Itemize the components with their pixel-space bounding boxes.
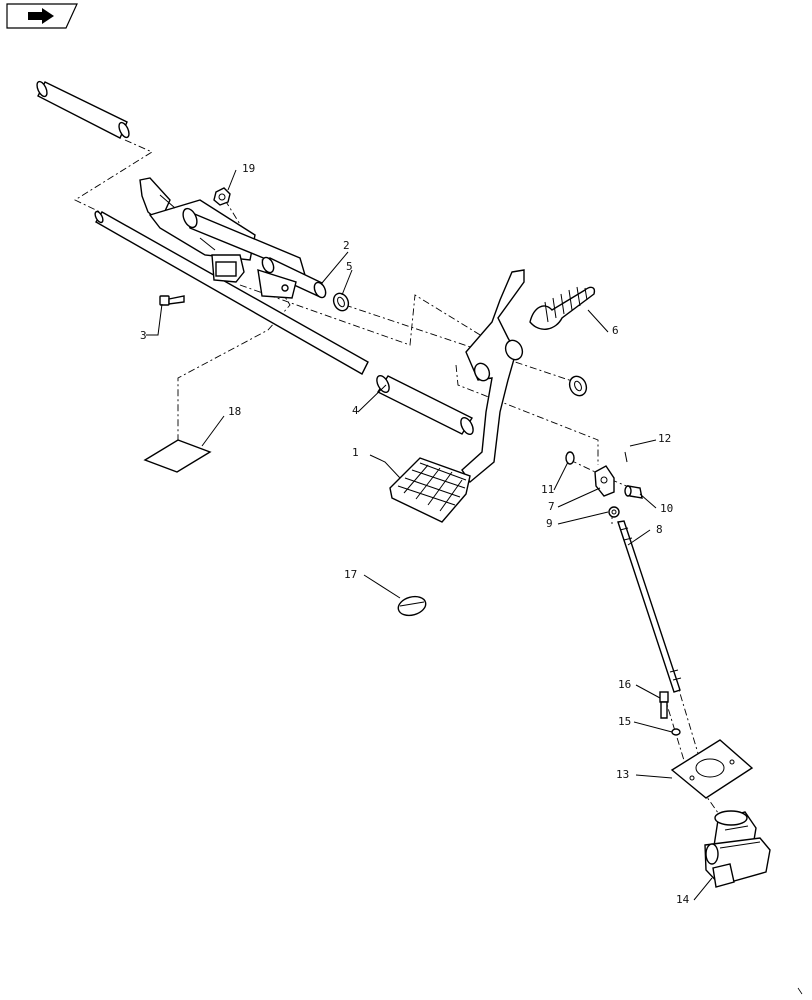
- bolt-part-3: [159, 295, 185, 306]
- callout-label-13: 13: [616, 768, 629, 781]
- pin-part-10: [624, 485, 643, 499]
- previous-page-tab[interactable]: [6, 3, 78, 29]
- brake-pedal-part-1: [389, 269, 525, 523]
- washer-part-15: [671, 728, 681, 736]
- callout-label-14: 14: [676, 893, 690, 906]
- callout-label-2: 2: [343, 239, 350, 252]
- arrow-right-icon: [28, 8, 54, 24]
- push-rod-part-8: [617, 520, 682, 693]
- callout-label-10: 10: [660, 502, 673, 515]
- master-cylinder-part-14: [704, 810, 771, 888]
- bushing-part-4: [376, 375, 474, 435]
- callout-label-4: 4: [352, 404, 359, 417]
- callout-label-8: 8: [656, 523, 663, 536]
- callout-label-18: 18: [228, 405, 241, 418]
- callout-label-3: 3: [140, 329, 147, 342]
- callout-label-7: 7: [548, 500, 555, 513]
- plug-part-17: [397, 595, 427, 617]
- callout-label-12: 12: [658, 432, 671, 445]
- spring-part-6: [529, 286, 596, 330]
- mounting-plate-part-13: [670, 739, 754, 799]
- clip-part-11: [565, 451, 575, 465]
- callout-label-15: 15: [618, 715, 631, 728]
- clevis-part-7: [594, 465, 615, 497]
- pedal-shaft: [94, 210, 369, 375]
- nut-part-19: [213, 187, 231, 206]
- callout-label-17: 17: [344, 568, 357, 581]
- washer-right: [568, 375, 588, 397]
- callout-label-5: 5: [346, 260, 353, 273]
- decal-part-18: [143, 439, 212, 473]
- washer-part-5: [332, 292, 350, 312]
- callout-label-11: 11: [541, 483, 554, 496]
- bolt-part-16: [659, 691, 669, 719]
- callout-label-9: 9: [546, 517, 553, 530]
- nut-part-9: [608, 506, 620, 518]
- callout-label-6: 6: [612, 324, 619, 337]
- corner-mark: [797, 987, 803, 995]
- cotter-pin-part-12: [624, 451, 628, 463]
- leader-lines: [146, 169, 713, 901]
- callout-label-1: 1: [352, 446, 359, 459]
- callout-label-19: 19: [242, 162, 255, 175]
- callout-label-16: 16: [618, 678, 631, 691]
- pedal-bracket: [139, 177, 327, 299]
- upper-rod: [36, 80, 130, 139]
